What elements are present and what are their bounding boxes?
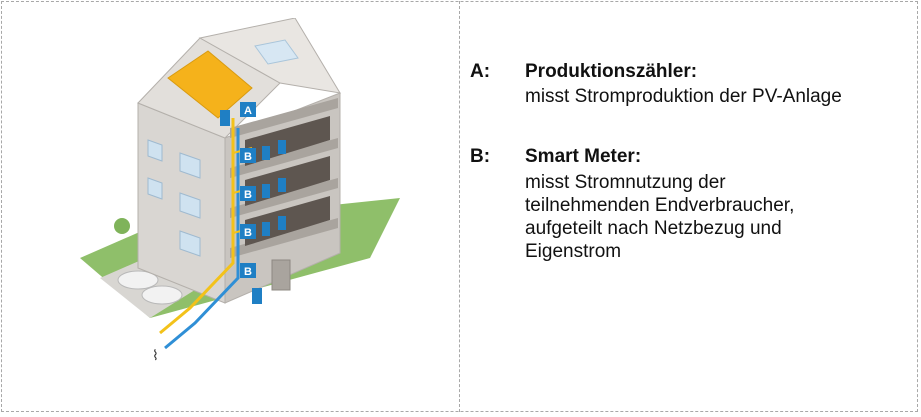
meter-b-floor-3: B (240, 216, 286, 239)
car-1 (117, 270, 159, 290)
meter-a: A (220, 102, 256, 126)
meter-b-floor-2: B (240, 178, 286, 201)
meter-b-floor-1: B (240, 140, 286, 163)
pv-panel (167, 50, 253, 119)
legend-description: misst Stromproduktion der PV-Anlage (525, 86, 842, 107)
grid-connection-icon: ⌇ (152, 348, 159, 364)
yellow-wire (159, 118, 235, 335)
blue-wire (164, 128, 240, 350)
legend-key: A: (470, 61, 491, 82)
tree-icon (114, 218, 130, 234)
legend-item-a: A: Produktionszähler: misst Stromprodukt… (470, 60, 915, 145)
meter-b-basement: B (240, 263, 262, 304)
svg-text:A: A (244, 105, 252, 117)
car-2 (141, 285, 183, 305)
column-divider (459, 1, 460, 412)
legend-description: misst Stromnutzung der teilnehmenden End… (525, 172, 795, 262)
legend-title: Smart Meter: (525, 146, 642, 167)
legend-key: B: (470, 146, 491, 167)
skylight (254, 39, 299, 65)
svg-text:B: B (244, 227, 252, 239)
svg-text:B: B (244, 151, 252, 163)
floor-slabs (230, 98, 338, 258)
legend: A: Produktionszähler: misst Stromprodukt… (470, 60, 915, 285)
windows (147, 139, 201, 257)
battery-unit (271, 259, 291, 291)
svg-text:B: B (244, 266, 252, 278)
legend-item-b: B: Smart Meter: misst Stromnutzung der t… (470, 145, 915, 285)
building-illustration: A B B B B ⌇ (80, 18, 400, 364)
svg-text:B: B (244, 189, 252, 201)
legend-title: Produktionszähler: (525, 61, 698, 82)
